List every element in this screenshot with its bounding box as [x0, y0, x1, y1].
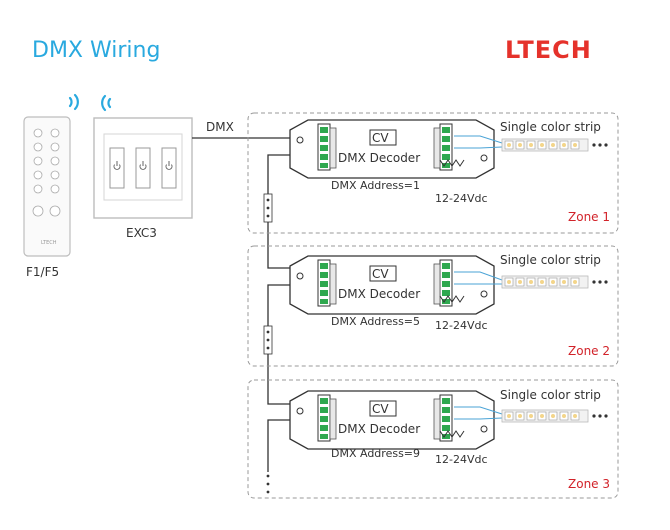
decoder-type: CV [372, 131, 389, 145]
dmx-address: DMX Address=9 [331, 447, 420, 460]
remote-label: F1/F5 [26, 265, 59, 279]
dmx-address: DMX Address=5 [331, 315, 420, 328]
zone-frame [247, 245, 619, 367]
power-icon [113, 161, 121, 170]
zone-frame [247, 379, 619, 499]
power-input-label: 12-24Vdc [435, 319, 488, 332]
strip-label: Single color strip [500, 253, 601, 267]
zone-label: Zone 1 [568, 210, 610, 224]
decoder-type: CV [372, 267, 389, 281]
decoder-name: DMX Decoder [338, 151, 420, 165]
power-input-label: 12-24Vdc [435, 192, 488, 205]
strip-label: Single color strip [500, 120, 601, 134]
zone-frame [247, 112, 619, 234]
power-icon [139, 161, 147, 170]
strip-label: Single color strip [500, 388, 601, 402]
brand-logo: LTECH [505, 36, 592, 64]
zone-1: CV DMX Decoder DMX Address=1 12-24Vdc Si… [247, 112, 619, 234]
remote-brand: LTECH [41, 240, 57, 246]
dmx-chain-connector [263, 193, 273, 355]
power-input-label: 12-24Vdc [435, 453, 488, 466]
zone-2: CV DMX Decoder DMX Address=5 12-24Vdc Si… [247, 245, 619, 367]
dmx-address: DMX Address=1 [331, 179, 420, 192]
power-icon [165, 161, 173, 170]
exc3-panel [93, 117, 193, 219]
wifi-signal-icon [68, 93, 79, 111]
decoder-type: CV [372, 402, 389, 416]
decoder-name: DMX Decoder [338, 422, 420, 436]
wifi-signal-icon [101, 94, 112, 112]
zone-label: Zone 2 [568, 344, 610, 358]
dmx-decoder [289, 119, 495, 179]
remote-control: LTECH [23, 116, 71, 257]
dmx-decoder [289, 255, 495, 315]
dmx-decoder [289, 390, 495, 450]
panel-label: EXC3 [126, 226, 157, 240]
decoder-name: DMX Decoder [338, 287, 420, 301]
zone-3: CV DMX Decoder DMX Address=9 12-24Vdc Si… [247, 379, 619, 499]
led-chip-icon [501, 138, 609, 152]
page-title: DMX Wiring [32, 38, 160, 63]
zone-label: Zone 3 [568, 477, 610, 491]
led-chip-icon [501, 275, 609, 289]
led-chip-icon [501, 409, 609, 423]
dmx-label: DMX [206, 120, 234, 134]
